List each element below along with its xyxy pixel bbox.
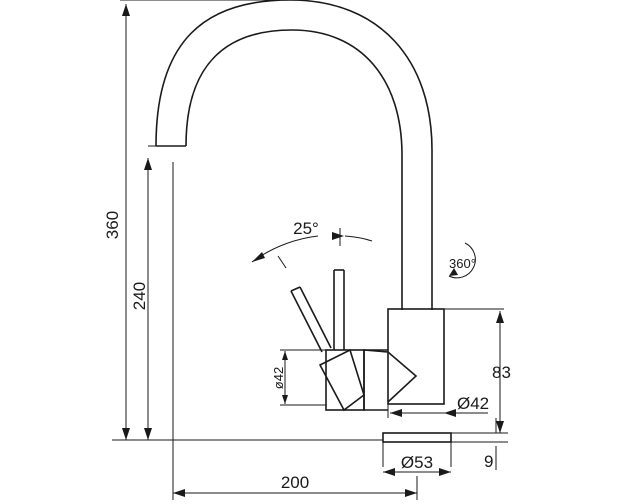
dim-handle-diameter-label: ø42 <box>271 367 286 389</box>
faucet-base <box>382 432 508 467</box>
dim-lever-angle: 25° <box>251 219 373 269</box>
dim-body-height: 83 <box>492 311 511 433</box>
dim-body-diameter-label: Ø42 <box>457 394 489 413</box>
dim-overall-height: 360 <box>103 0 383 441</box>
faucet-body <box>387 308 504 418</box>
spout-outline <box>148 0 433 310</box>
dim-spout-reach: 200 <box>172 162 418 500</box>
handle-assembly <box>290 269 418 412</box>
dim-body-height-label: 83 <box>492 363 511 382</box>
dim-handle-diameter: ø42 <box>271 349 326 406</box>
dim-spout-height: 240 <box>130 158 152 440</box>
rotation-symbol: 360° <box>448 242 476 279</box>
dim-spout-height-label: 240 <box>130 282 149 310</box>
dim-base-diameter-label: Ø53 <box>401 453 433 472</box>
dim-base-thickness-label: 9 <box>484 452 493 471</box>
dim-lever-angle-label: 25° <box>293 219 319 238</box>
dim-overall-height-label: 360 <box>103 211 122 239</box>
dim-base-thickness: 9 <box>484 418 497 471</box>
dim-base-diameter: Ø53 <box>383 453 451 476</box>
dim-spout-reach-label: 200 <box>281 473 309 492</box>
rotation-label: 360° <box>449 256 476 271</box>
dim-body-diameter: Ø42 <box>390 394 489 417</box>
